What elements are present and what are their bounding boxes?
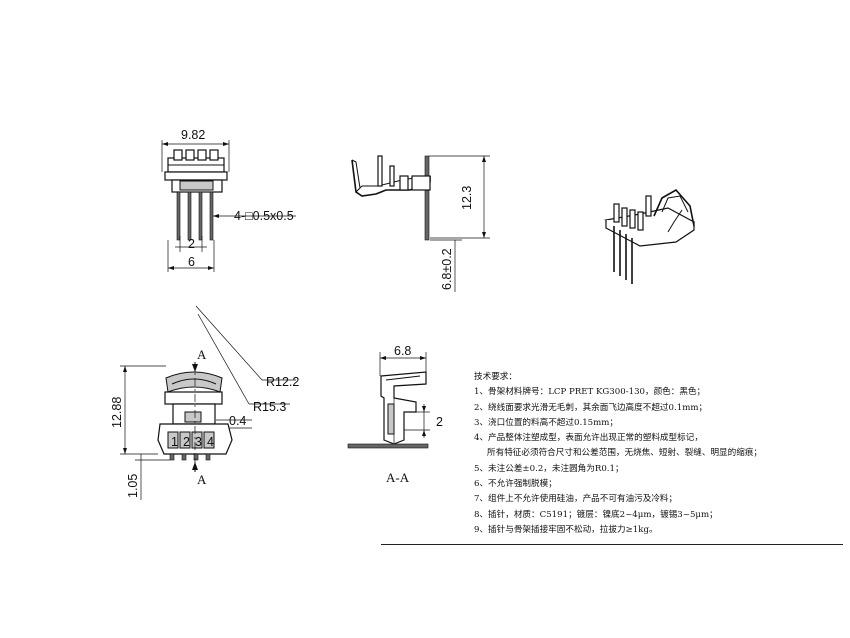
radius-inner-label: R15.3	[253, 400, 286, 414]
note-item-4: 4、产品整体注塑成型，表面允许出现正常的塑料成型标记，	[474, 433, 703, 444]
top-left-view: 9.82 4-□0.5x0.5 2 6	[161, 128, 296, 272]
note-item-7: 7、组件上不允许使用硅油，产品不可有油污及冷料；	[474, 494, 678, 505]
offset-dim-label: 1.05	[126, 474, 140, 498]
section-mark-top: A	[197, 347, 207, 362]
radius-outer-label: R12.2	[266, 375, 299, 389]
pin-size-label: 4-□0.5x0.5	[234, 209, 294, 223]
note-item-9: 9、插针与骨架插接牢固不松动，拉拔力≥1kg。	[474, 524, 658, 535]
span-dim-label: 6	[188, 255, 195, 269]
pin-number-2: 2	[183, 435, 190, 449]
side-view: 12.3 6.8±0.2	[351, 155, 490, 292]
pin-length-label: 6.8±0.2	[440, 248, 454, 290]
note-item-1: 1、骨架材料牌号：LCP PRET KG300-130，颜色：黑色；	[474, 387, 706, 398]
notes-heading: 技术要求：	[474, 372, 517, 382]
pitch-dim-label: 2	[188, 237, 195, 251]
pin-number-3: 3	[195, 435, 202, 449]
pin-number-4: 4	[207, 435, 214, 449]
section-label: A-A	[386, 470, 410, 485]
section-step-label: 2	[436, 415, 443, 429]
note-item-2: 2、绕线面要求光滑无毛刺，其余面飞边高度不超过0.1mm；	[474, 402, 708, 413]
note-item-6: 6、不允许强制脱模；	[474, 479, 557, 490]
section-width-label: 6.8	[394, 344, 411, 358]
pin-number-1: 1	[171, 435, 178, 449]
section-view: 6.8 2 A-A	[347, 344, 443, 485]
technical-notes: 技术要求： 1、骨架材料牌号：LCP PRET KG300-130，颜色：黑色；…	[474, 370, 844, 538]
note-item-8: 8、插针，材质：C5191；镀层：镍底2~4μm，镀锡3~5μm；	[474, 509, 718, 520]
note-item-5: 5、未注公差±0.2，未注圆角为R0.1；	[474, 463, 624, 474]
title-block-line	[381, 544, 843, 545]
side-height-label: 12.3	[460, 186, 474, 210]
width-dim-label: 9.82	[181, 128, 205, 142]
note-item-3: 3、浇口位置的料高不超过0.15mm；	[474, 417, 619, 428]
isometric-view	[604, 188, 696, 284]
note-item-4-cont: 所有特征必须符合尺寸和公差范围，无烧焦、短射、裂缝、明显的缩痕；	[487, 448, 763, 459]
front-view: R12.2 R15.3 A 0.4 1 2 3 4 A	[110, 305, 299, 500]
section-mark-bottom: A	[197, 472, 207, 487]
gap-dim-label: 0.4	[229, 414, 246, 428]
front-height-label: 12.88	[110, 397, 124, 428]
